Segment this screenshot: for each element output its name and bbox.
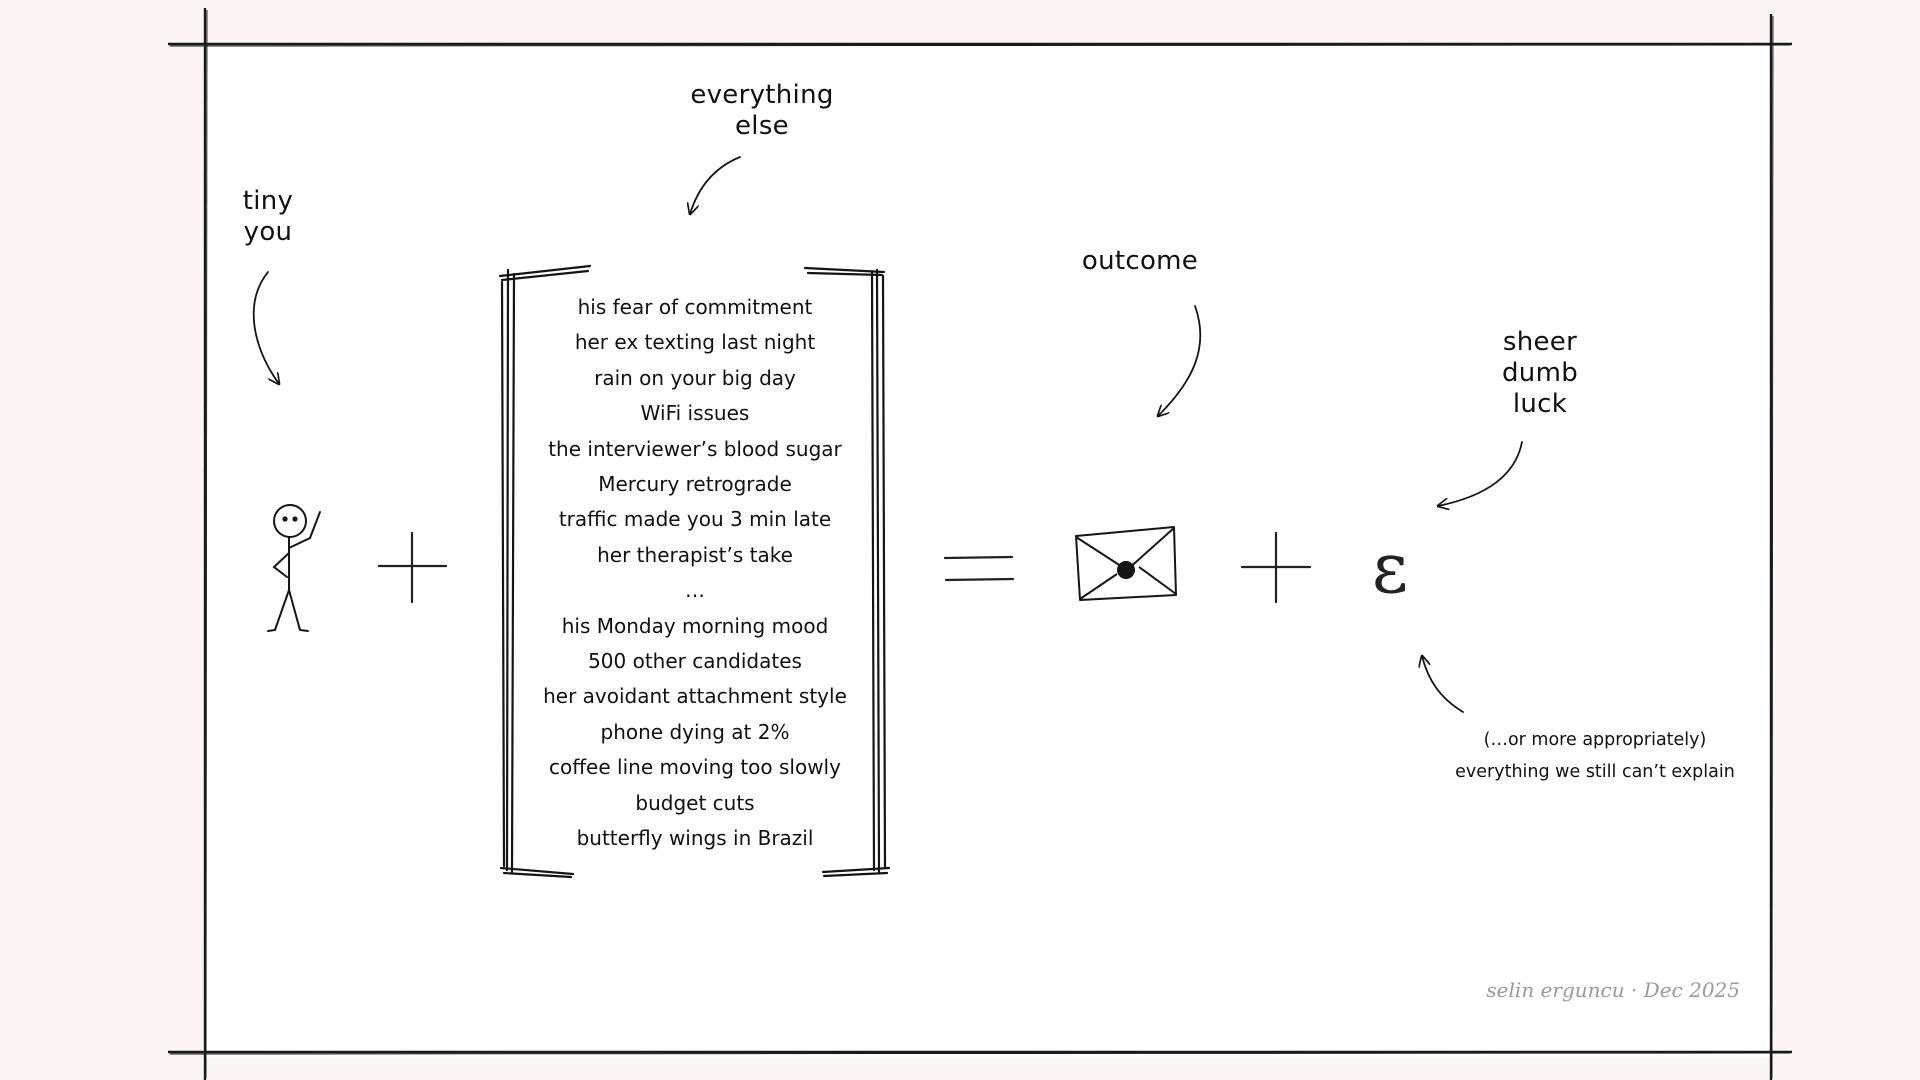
stick-figure-icon xyxy=(267,504,321,632)
outcome-text: outcome xyxy=(1081,246,1199,276)
paper-frame xyxy=(168,8,1792,1080)
factor-item: her ex texting last night xyxy=(574,330,816,355)
signature: selin erguncu · Dec 2025 xyxy=(1486,978,1740,1002)
factor-item: her therapist’s take xyxy=(597,542,793,567)
factor-item: budget cuts xyxy=(635,790,755,815)
factor-item: her avoidant attachment style xyxy=(543,684,847,709)
note-label: (…or more appropriately) everything we s… xyxy=(1440,724,1750,788)
equals-icon xyxy=(943,555,1015,582)
everything-else-line-2: else xyxy=(735,111,789,141)
factor-item: phone dying at 2% xyxy=(600,719,790,744)
factor-item: WiFi issues xyxy=(640,401,750,426)
plus-icon xyxy=(377,531,448,604)
factor-item: his Monday morning mood xyxy=(561,613,829,638)
everything-else-label: everything else xyxy=(672,80,852,142)
factor-list: his fear of commitment her ex texting las… xyxy=(530,290,860,857)
factor-item: 500 other candidates xyxy=(588,649,802,674)
tiny-you-line-2: you xyxy=(243,217,293,247)
plus-icon-2 xyxy=(1240,531,1312,604)
arrows xyxy=(252,156,1523,713)
arrow-everything-else xyxy=(690,156,741,214)
arrow-tiny-you xyxy=(252,271,279,384)
factor-item: … xyxy=(685,578,705,603)
factor-item: rain on your big day xyxy=(594,365,796,390)
everything-else-line-1: everything xyxy=(690,80,834,110)
left-bracket xyxy=(498,264,592,879)
tiny-you-line-1: tiny xyxy=(242,186,294,216)
tiny-you-label: tiny you xyxy=(226,186,310,248)
factor-item: butterfly wings in Brazil xyxy=(576,826,814,851)
right-bracket xyxy=(803,266,891,878)
factor-item: Mercury retrograde xyxy=(598,472,792,497)
note-line-2: everything we still can’t explain xyxy=(1455,762,1735,782)
arrow-note xyxy=(1422,656,1464,713)
factor-item: his fear of commitment xyxy=(577,295,813,319)
note-line-1: (…or more appropriately) xyxy=(1483,730,1707,750)
factor-item: the interviewer’s blood sugar xyxy=(548,436,842,461)
sheer-line-1: sheer xyxy=(1502,327,1578,357)
factor-item: traffic made you 3 min late xyxy=(558,507,832,532)
outcome-label: outcome xyxy=(1070,246,1210,277)
sheer-line-2: dumb xyxy=(1501,358,1578,388)
arrow-outcome xyxy=(1158,305,1202,416)
factor-item: coffee line moving too slowly xyxy=(549,755,841,780)
sheer-line-3: luck xyxy=(1512,389,1568,419)
sheer-dumb-luck-label: sheer dumb luck xyxy=(1480,327,1600,420)
arrow-sheer-dumb-luck xyxy=(1438,441,1523,506)
envelope-icon xyxy=(1075,526,1177,601)
epsilon-symbol: ε xyxy=(1371,527,1409,609)
